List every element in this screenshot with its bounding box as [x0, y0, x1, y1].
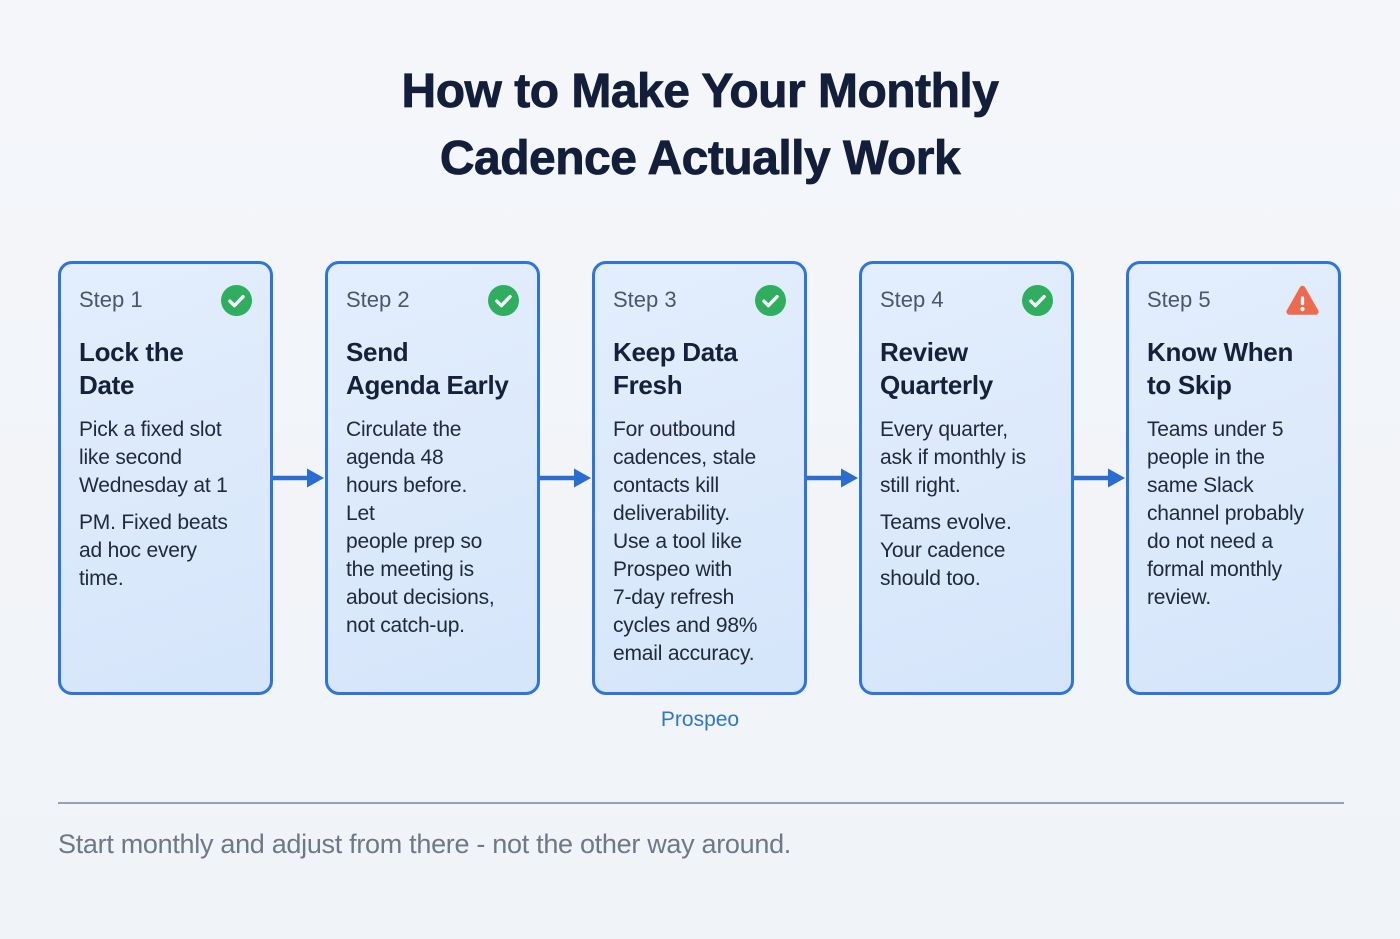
- step-card-4: Step 4 Review Quarterly Every quarter, a…: [859, 261, 1074, 695]
- step-body-paragraph: Teams evolve. Your cadence should too.: [880, 511, 1012, 590]
- page-title: How to Make Your Monthly Cadence Actuall…: [401, 65, 999, 186]
- check-circle-icon: [1022, 284, 1053, 316]
- card-header: Step 4: [880, 282, 1053, 318]
- divider: [58, 802, 1344, 804]
- step-title: Lock the Date: [79, 337, 184, 400]
- steps-row: Step 1 Lock the Date Pick a fixed slot l…: [0, 261, 1400, 695]
- step-body-paragraph: Every quarter, ask if monthly is still r…: [880, 418, 1026, 497]
- step-label: Step 4: [880, 287, 944, 312]
- step-card-3: Step 3 Keep Data Fresh For outbound cade…: [592, 261, 807, 695]
- step-card-2: Step 2 Send Agenda Early Circulate the a…: [325, 261, 540, 695]
- step-title: Keep Data Fresh: [613, 337, 738, 400]
- step-body-paragraph: Teams under 5 people in the same Slack c…: [1147, 418, 1304, 609]
- step-title: Send Agenda Early: [346, 337, 509, 400]
- step-card-1: Step 1 Lock the Date Pick a fixed slot l…: [58, 261, 273, 695]
- step-label: Step 5: [1147, 287, 1211, 312]
- card-header: Step 3: [613, 282, 786, 318]
- arrow-right-icon: [1074, 261, 1126, 695]
- card-header: Step 2: [346, 282, 519, 318]
- prospeo-link[interactable]: Prospeo: [660, 708, 740, 731]
- footer-note: Start monthly and adjust from there - no…: [58, 829, 792, 859]
- arrow-right-icon: [807, 261, 859, 695]
- card-header: Step 1: [79, 282, 252, 318]
- step-label: Step 2: [346, 287, 410, 312]
- step-body-paragraph: For outbound cadences, stale contacts ki…: [613, 418, 758, 665]
- warning-icon: [1285, 284, 1320, 317]
- step-title: Know When to Skip: [1147, 337, 1294, 400]
- step-body-paragraph: Circulate the agenda 48 hours before. Le…: [346, 418, 495, 637]
- check-circle-icon: [755, 284, 786, 316]
- step-body-paragraph: Pick a fixed slot like second Wednesday …: [79, 418, 228, 497]
- step-title: Review Quarterly: [880, 337, 993, 400]
- step-body-paragraph: PM. Fixed beats ad hoc every time.: [79, 511, 228, 590]
- step-label: Step 1: [79, 287, 143, 312]
- check-circle-icon: [488, 284, 519, 316]
- arrow-right-icon: [273, 261, 325, 695]
- step-label: Step 3: [613, 287, 677, 312]
- arrow-right-icon: [540, 261, 592, 695]
- step-card-5: Step 5 Know When to Skip Teams under 5 p…: [1126, 261, 1341, 695]
- card-header: Step 5: [1147, 282, 1320, 318]
- check-circle-icon: [221, 284, 252, 316]
